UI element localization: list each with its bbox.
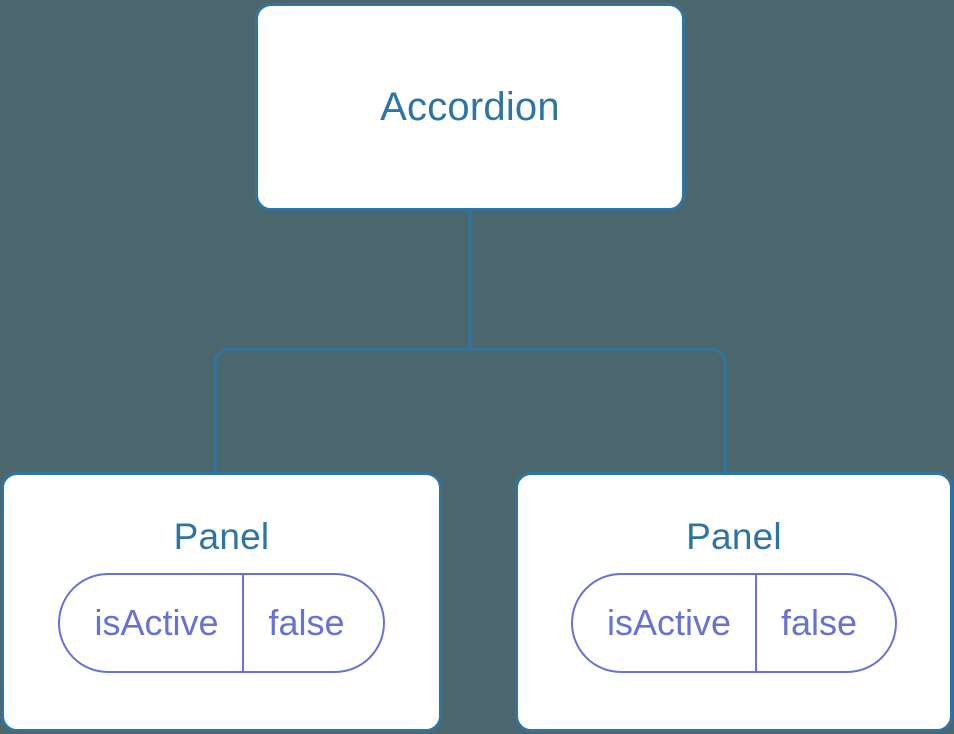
prop-key-label: isActive (60, 575, 245, 671)
node-panel-0[interactable]: Panel isActive false (1, 472, 442, 732)
prop-key-label: isActive (573, 575, 757, 671)
prop-value-label: false (268, 602, 345, 643)
node-panel-1-prop-isactive[interactable]: isActive false (570, 573, 898, 673)
node-panel-1[interactable]: Panel isActive false (515, 472, 953, 732)
node-panel-0-prop-isactive[interactable]: isActive false (58, 573, 385, 673)
node-panel-0-title: Panel (173, 516, 270, 557)
prop-value-label: false (780, 602, 858, 643)
edge-to-panel-1 (470, 347, 727, 476)
edge-to-panel-0 (213, 347, 470, 476)
node-accordion[interactable]: Accordion (255, 3, 685, 211)
node-accordion-title: Accordion (380, 85, 560, 129)
node-panel-1-title: Panel (686, 516, 782, 557)
